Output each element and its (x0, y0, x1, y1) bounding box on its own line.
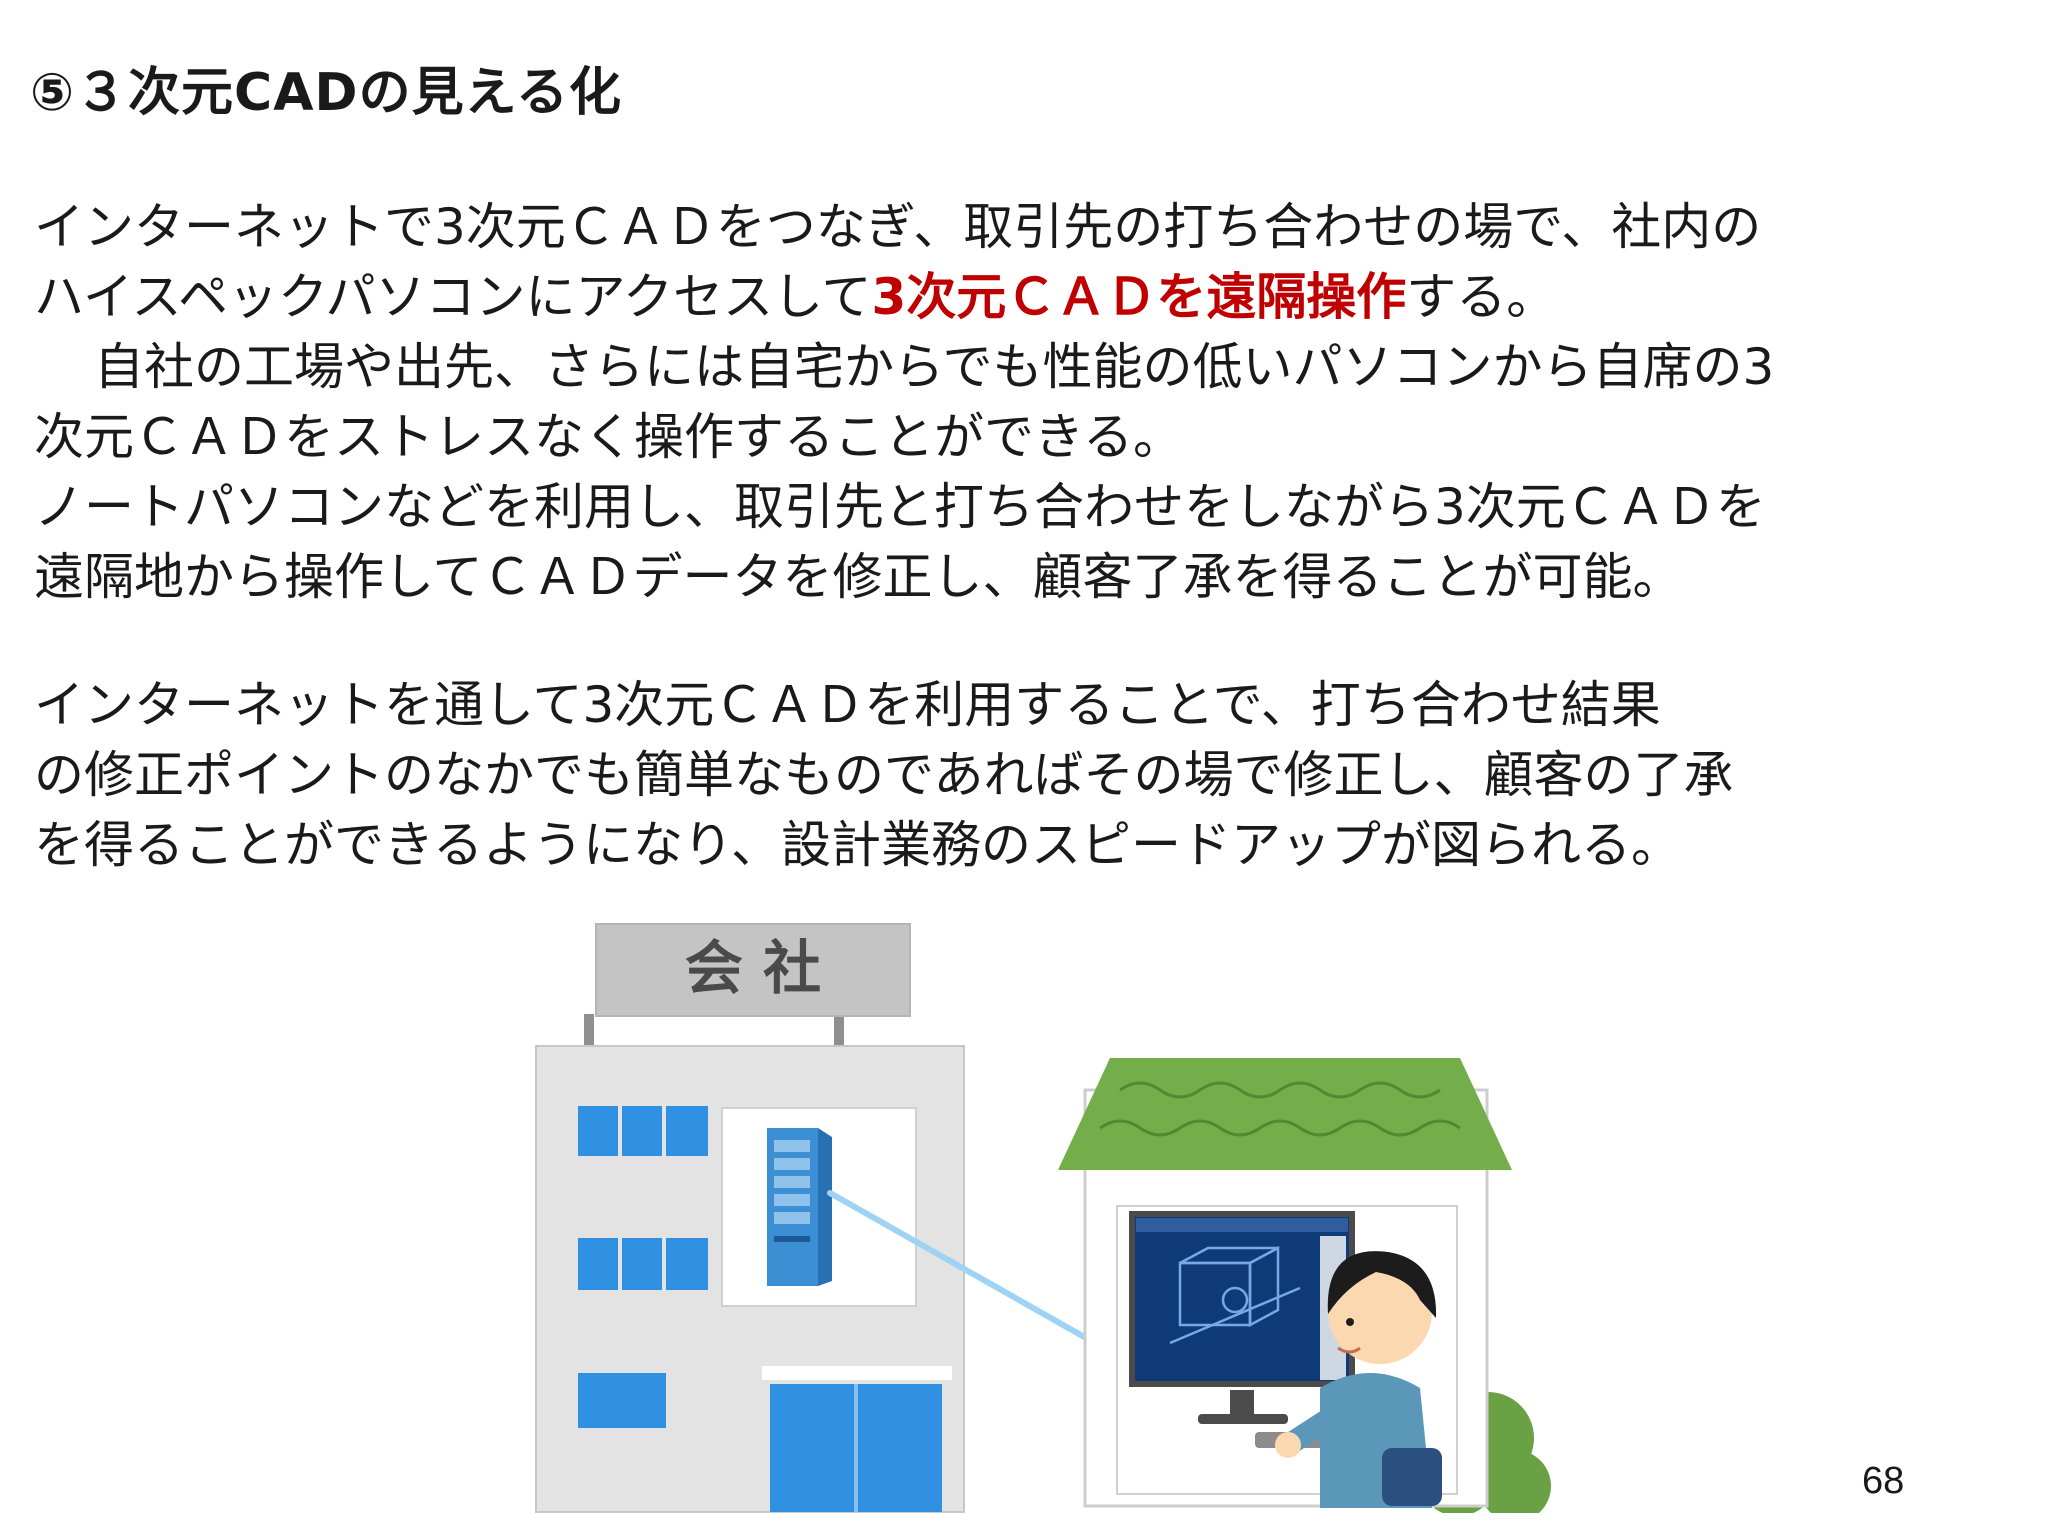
text-line: 遠隔地から操作してＣＡＤデータを修正し、顧客了承を得ることが可能。 (34, 548, 1683, 606)
highlighted-text: 3次元ＣＡＤを遠隔操作 (871, 268, 1407, 326)
person-at-computer-icon (1255, 1251, 1442, 1508)
text-line: 自社の工場や出先、さらには自宅からでも性能の低いパソコンから自席の3 (94, 338, 1775, 396)
slide-title: ⑤３次元CADの見える化 (30, 63, 623, 123)
text-line: ハイスペックパソコンにアクセスして3次元ＣＡＤを遠隔操作する。 (34, 262, 2024, 332)
paragraph-benefit: インターネットを通して3次元ＣＡＤを利用することで、打ち合わせ結果 の修正ポイン… (34, 670, 2024, 880)
company-sign-text: 会 社 (685, 934, 821, 1002)
text-line: インターネットで3次元ＣＡＤをつなぎ、取引先の打ち合わせの場で、社内の (34, 198, 1762, 256)
text-line: 次元ＣＡＤをストレスなく操作することができる。 (34, 408, 1183, 466)
server-icon (767, 1128, 832, 1286)
text-line: インターネットを通して3次元ＣＡＤを利用することで、打ち合わせ結果 (34, 676, 1661, 734)
company-building-icon: 会 社 (535, 923, 965, 1513)
remote-cad-illustration: 会 社 (535, 923, 1551, 1513)
text-fragment: ハイスペックパソコンにアクセスして (34, 268, 872, 326)
text-line: ノートパソコンなどを利用し、取引先と打ち合わせをしながら3次元ＣＡＤを (34, 478, 1766, 536)
text-line: を得ることができるようになり、設計業務のスピードアップが図られる。 (34, 816, 1681, 874)
text-line: の修正ポイントのなかでも簡単なものであればその場で修正し、顧客の了承 (34, 746, 1734, 804)
page-number: 68 (1862, 1460, 1905, 1502)
paragraph-remote-cad: インターネットで3次元ＣＡＤをつなぎ、取引先の打ち合わせの場で、社内の ハイスペ… (34, 192, 2024, 612)
text-fragment: する。 (1406, 268, 1557, 326)
company-sign: 会 社 (595, 923, 911, 1017)
cad-monitor-icon (1129, 1211, 1355, 1424)
network-cable (827, 1190, 1098, 1346)
